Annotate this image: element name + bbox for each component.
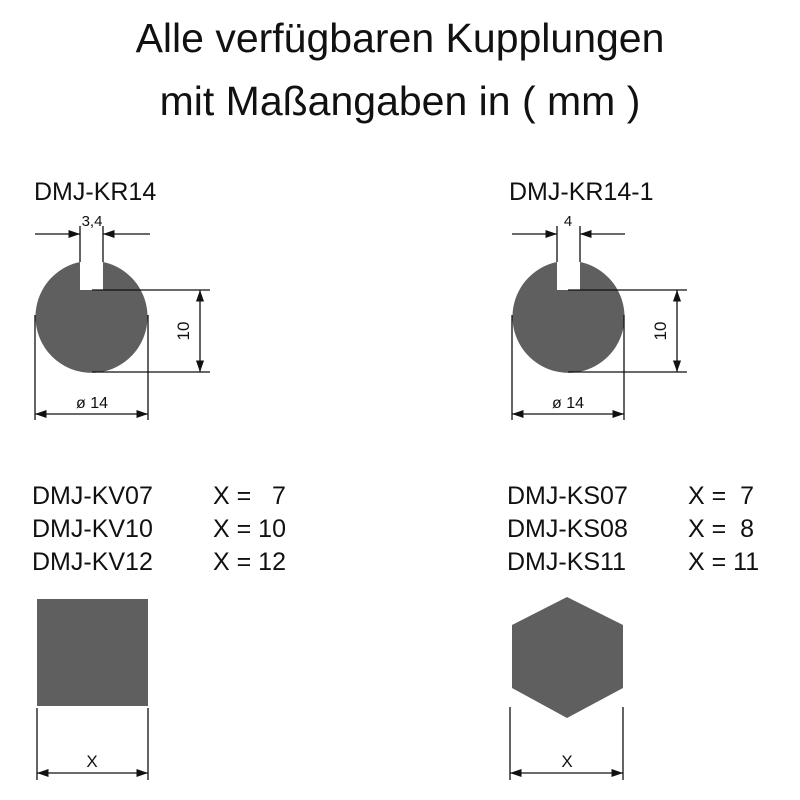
kv12-value: X = 12 [213,548,286,576]
kr14-slot-dim: 3,4 [82,213,103,230]
kr14-shaft-shape [35,262,148,373]
kr14-1-label: DMJ-KR14-1 [509,178,654,206]
kr14-1-shaft-shape [512,262,625,373]
ks08-value: X = 8 [688,515,755,543]
kv10-label: DMJ-KV10 [32,515,153,543]
square-drawing: X [36,599,149,780]
hexagon-shape [512,597,623,718]
kv07-label: DMJ-KV07 [32,482,153,510]
kr14-drawing: 3,4 10 ø 14 [34,213,210,420]
kr14-diameter-dim: ø 14 [76,395,108,412]
kv10-value: X = 10 [213,515,286,543]
kv07-value: X = 7 [213,482,286,510]
ks11-label: DMJ-KS11 [507,548,627,576]
hex-drawing: X [509,597,624,780]
square-x-dim: X [86,752,97,771]
title-line-1: Alle verfügbaren Kupplungen [135,15,665,61]
kr14-label: DMJ-KR14 [34,178,157,206]
ks07-label: DMJ-KS07 [507,482,628,510]
square-shape [37,599,148,706]
title-line-2: mit Maßangaben in ( mm ) [159,78,641,124]
kr14-flat-dim: 10 [174,322,193,341]
kr14-1-drawing: 4 10 ø 14 [511,213,687,420]
kr14-1-slot-dim: 4 [564,213,572,230]
ks07-value: X = 7 [688,482,755,510]
kr14-1-diameter-dim: ø 14 [552,395,584,412]
kv12-label: DMJ-KV12 [32,548,153,576]
kr14-1-flat-dim: 10 [651,322,670,341]
ks11-value: X = 11 [688,548,760,576]
ks08-label: DMJ-KS08 [507,515,628,543]
hex-x-dim: X [561,752,572,771]
